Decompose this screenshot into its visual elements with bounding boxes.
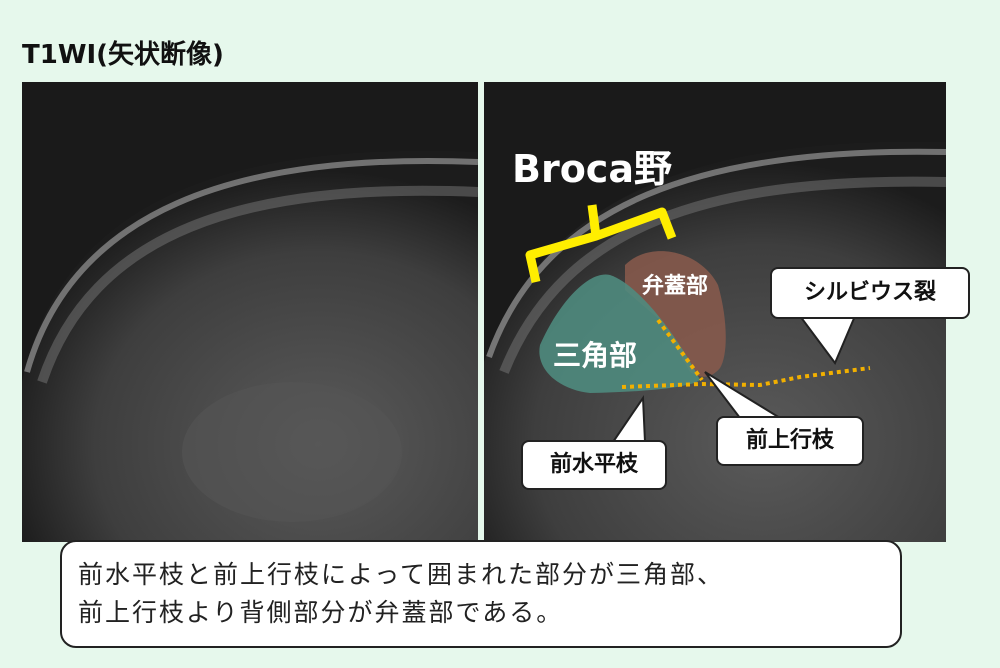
triangular-region [539,274,700,393]
broca-area-label: Broca野 [512,147,672,191]
sylvian-fissure-callout: シルビウス裂 [770,267,970,319]
mri-image-plain [22,82,478,542]
opercular-part-label: 弁蓋部 [642,274,709,299]
callout-pointer [611,394,647,443]
brain-sagittal-image [22,150,478,542]
callout-pointer [704,371,784,419]
triangular-part-label: 三角部 [553,339,638,372]
explanation-caption: 前水平枝と前上行枝によって囲まれた部分が三角部、 前上行枝より背側部分が弁蓋部で… [60,540,902,648]
broca-bracket [525,204,677,283]
anterior-ascending-ramus-callout: 前上行枝 [716,416,864,466]
caption-line-1: 前水平枝と前上行枝によって囲まれた部分が三角部、 [78,560,725,589]
sylvian-fissure-line [621,366,871,389]
anterior-horizontal-ramus-callout: 前水平枝 [521,440,667,490]
opercular-region [625,251,726,377]
callout-pointer [798,315,857,365]
slide-title: T1WI(矢状断像) [22,40,224,70]
caption-line-2: 前上行枝より背側部分が弁蓋部である。 [78,598,564,627]
